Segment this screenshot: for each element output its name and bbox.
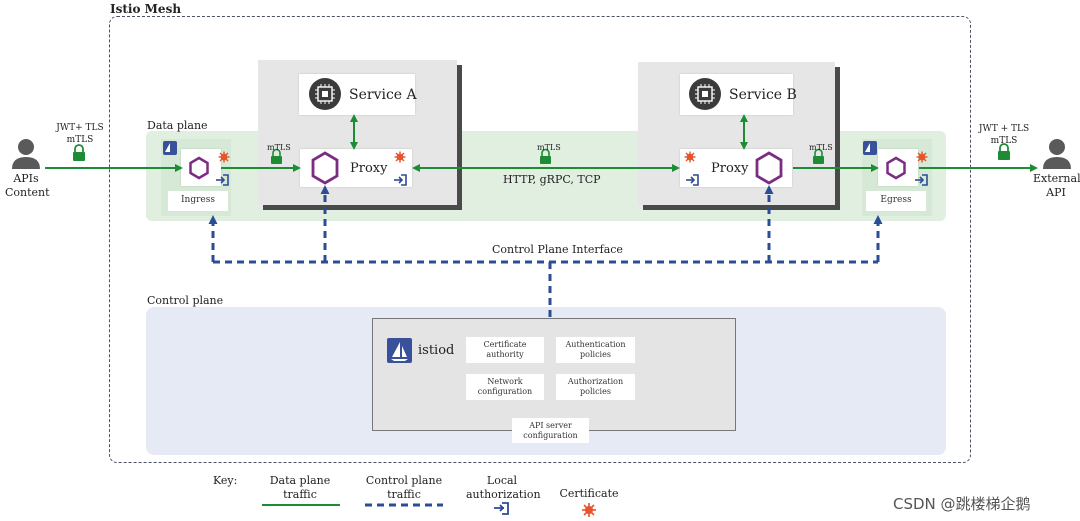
mtls-label-a: mTLS (267, 143, 291, 152)
control-plane-label: Control plane (147, 294, 224, 307)
sail-glyph (865, 143, 870, 152)
protocols-label: HTTP, gRPC, TCP (503, 173, 601, 186)
key-label: Key: (213, 474, 238, 487)
key-local-authorization-icon (494, 502, 509, 515)
istio-mesh-boundary (109, 16, 971, 463)
hexagon-icon (886, 156, 906, 180)
user-icon (1043, 139, 1071, 169)
certificate-icon (684, 151, 696, 163)
watermark: CSDN @跳楼梯企鹅 (893, 495, 1031, 513)
control-plane-traffic (208, 185, 883, 317)
local-authorization-icon (216, 174, 229, 186)
key-certificate-icon (582, 503, 596, 517)
egress-label: Egress (866, 191, 926, 211)
mtls-label-b: mTLS (809, 143, 833, 152)
lock-icon (540, 148, 551, 164)
certificate-icon (916, 151, 928, 163)
sail-glyph (165, 143, 170, 152)
service-a-proxy-label: Proxy (350, 161, 388, 176)
local-authorization-icon (915, 174, 928, 186)
mesh-title: Istio Mesh (110, 2, 182, 16)
data-plane-label: Data plane (147, 119, 208, 132)
hexagon-icon (755, 151, 783, 185)
lock-icon (271, 148, 282, 164)
service-b-proxy-label: Proxy (711, 161, 749, 176)
hexagon-icon (189, 156, 209, 180)
local-authorization-icon (394, 174, 407, 186)
sail-glyph (391, 342, 408, 361)
certificate-icon (394, 151, 406, 163)
hexagon-icon (311, 151, 339, 185)
mtls-label-center: mTLS (537, 143, 561, 152)
istiod-label: istiod (418, 343, 455, 358)
cpu-icon (309, 78, 341, 110)
service-a-label: Service A (349, 87, 417, 103)
service-b-label: Service B (729, 87, 797, 103)
lock-icon (813, 148, 824, 164)
lock-icon (998, 143, 1010, 160)
certificate-icon (218, 151, 230, 163)
local-authorization-icon (686, 174, 699, 186)
egress-proxy-box (878, 149, 918, 186)
ingress-label: Ingress (168, 191, 228, 211)
key-certificate-label: Certificate (559, 487, 619, 500)
cpu-icon (689, 78, 721, 110)
user-icon (12, 139, 40, 169)
control-plane-interface-label: Control Plane Interface (492, 243, 623, 256)
lock-icon (73, 144, 85, 161)
ingress-proxy-box (181, 149, 221, 186)
